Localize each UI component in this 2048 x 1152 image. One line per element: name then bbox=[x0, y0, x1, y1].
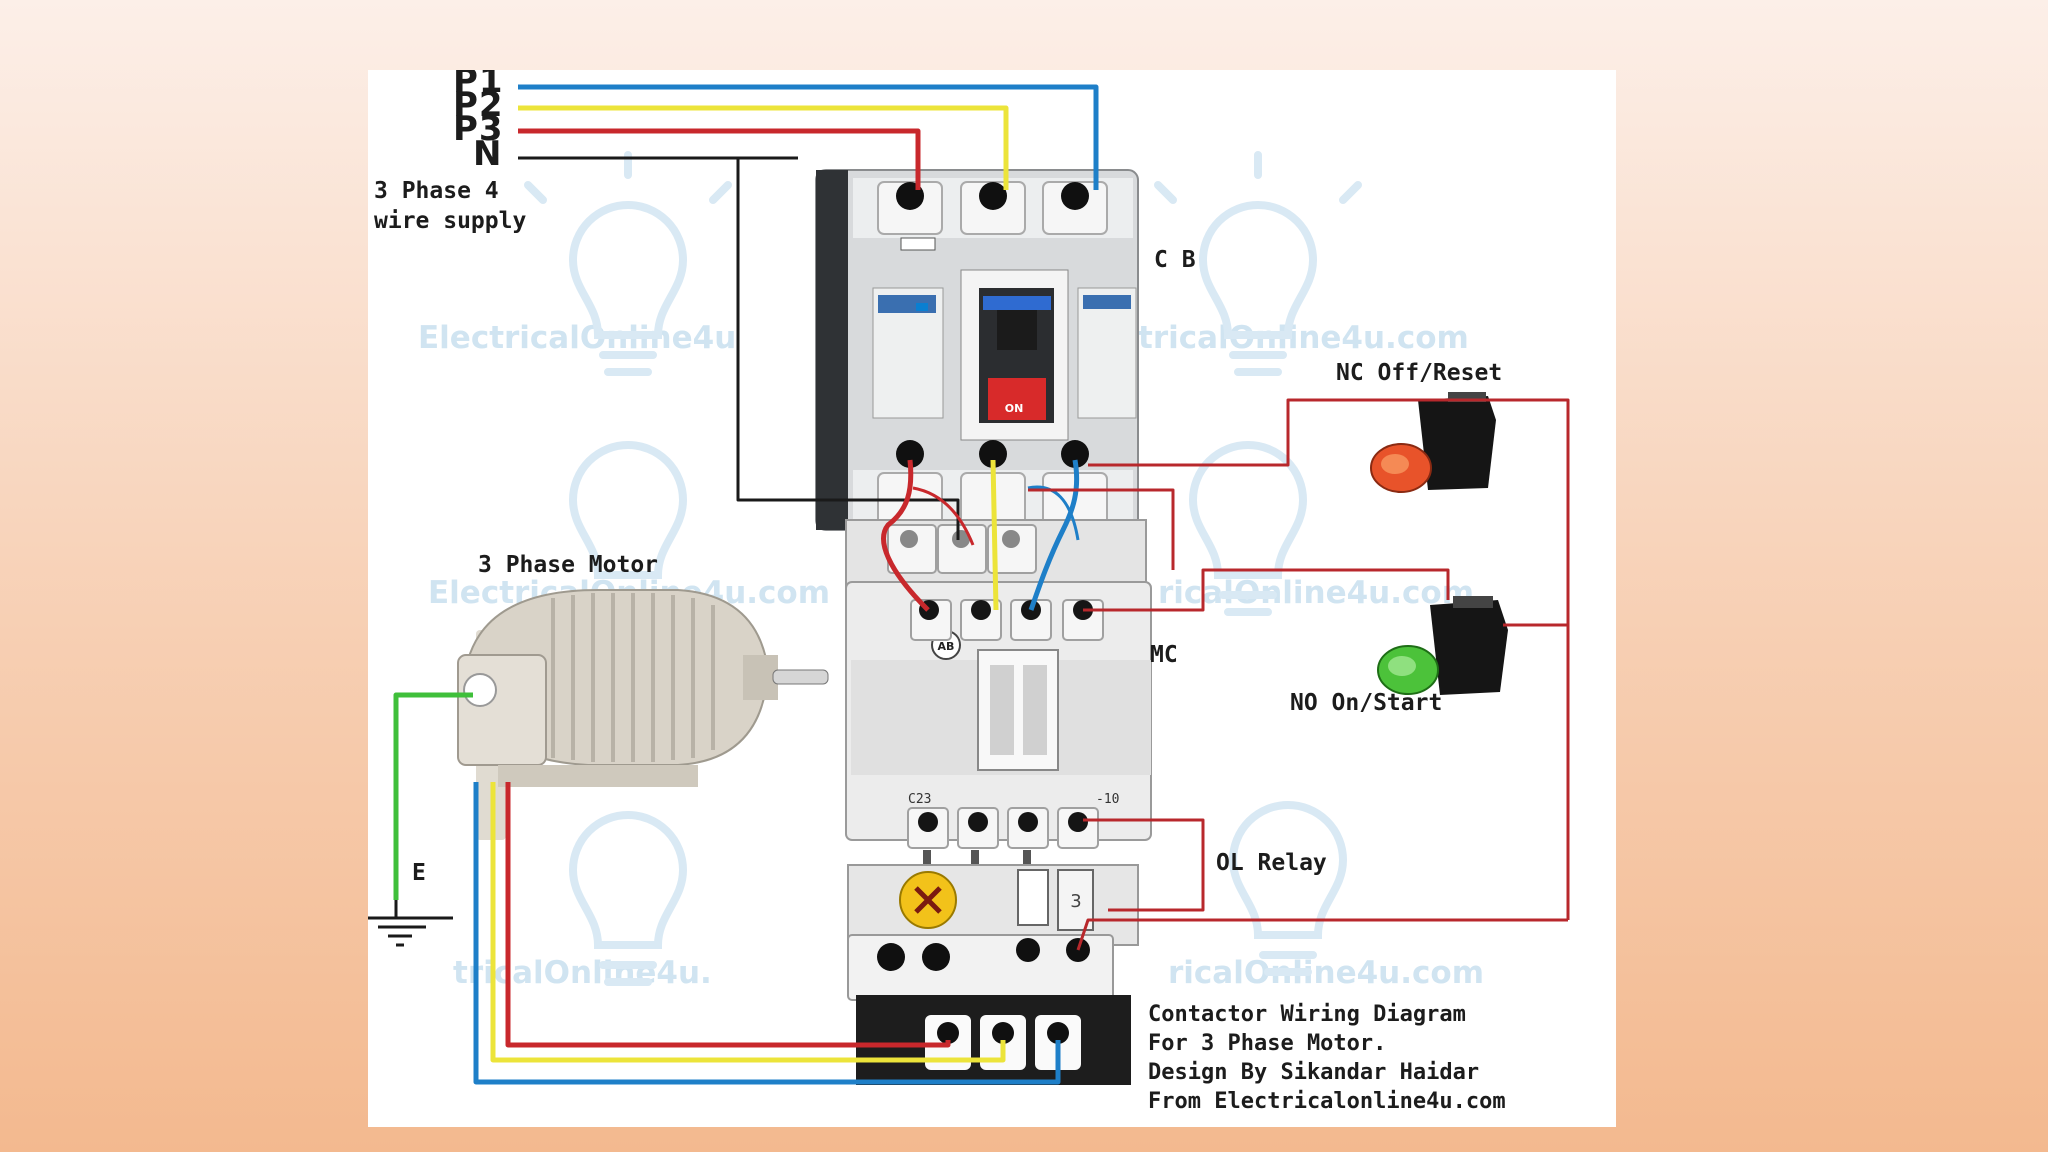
watermark-text: tricalOnline4u.com bbox=[1138, 320, 1469, 356]
caption-line3: Design By Sikandar Haidar bbox=[1148, 1060, 1480, 1085]
wire-motor-red bbox=[505, 782, 951, 1048]
wire-earth bbox=[393, 692, 473, 900]
start-button-label: NO On/Start bbox=[1290, 690, 1443, 716]
wire-p2 bbox=[518, 105, 1009, 190]
wire-p1 bbox=[518, 84, 1099, 190]
watermark-text: tricalOnline4u. bbox=[453, 955, 712, 991]
supply-label-n: N bbox=[473, 134, 503, 174]
wire-motor-yellow bbox=[490, 782, 1006, 1063]
earth-label: E bbox=[412, 860, 426, 886]
wire-cb-contactor-l3 bbox=[1028, 459, 1080, 611]
wire-neutral-down bbox=[736, 158, 960, 540]
cb-switch-label: ON bbox=[1005, 402, 1024, 415]
circuit-breaker bbox=[815, 169, 1139, 531]
watermark-bulb-icons bbox=[524, 151, 1362, 986]
wires bbox=[393, 84, 1570, 1085]
caption-line4: From Electricalonline4u.com bbox=[1148, 1089, 1506, 1114]
wire-relay-return bbox=[1076, 918, 1568, 951]
start-button-icon bbox=[1377, 596, 1508, 695]
caption-line1: Contactor Wiring Diagram bbox=[1148, 1002, 1466, 1027]
wire-control-stop bbox=[1088, 398, 1570, 920]
supply-label-p3: P3 bbox=[453, 109, 504, 149]
wire-coil-to-relay bbox=[1083, 818, 1205, 912]
relay-dial-value: 3 bbox=[1070, 891, 1081, 912]
contactor-model-right: -10 bbox=[1096, 792, 1119, 807]
wiring-diagram: ElectricalOnline4u tricalOnline4u.com El… bbox=[368, 70, 1616, 1127]
supply-description-line2: wire supply bbox=[374, 208, 527, 234]
watermark-text: ricalOnline4u.com bbox=[1168, 955, 1484, 991]
overload-relay-label: OL Relay bbox=[1216, 850, 1327, 876]
stop-button-label: NC Off/Reset bbox=[1336, 360, 1503, 386]
wiring-svg: ON AB C23 -10 bbox=[368, 84, 1570, 1085]
contactor-brand-logo: AB bbox=[938, 640, 955, 653]
supply-description-line1: 3 Phase 4 bbox=[374, 178, 499, 204]
earth-ground-icon bbox=[368, 900, 453, 947]
wire-motor-blue bbox=[473, 782, 1061, 1085]
wire-control-supply bbox=[912, 486, 975, 546]
wire-holding bbox=[1028, 488, 1175, 570]
supply-label-p2: P2 bbox=[453, 85, 504, 125]
watermark-text: ricalOnline4u.com bbox=[1158, 575, 1474, 611]
contactor-label: MC bbox=[1150, 642, 1178, 668]
wire-p3 bbox=[518, 128, 921, 190]
wire-cb-contactor-l1 bbox=[881, 459, 930, 612]
stop-button-icon bbox=[1370, 392, 1496, 493]
motor-label: 3 Phase Motor bbox=[478, 552, 659, 578]
contactor bbox=[845, 519, 1152, 870]
caption-line2: For 3 Phase Motor. bbox=[1148, 1031, 1387, 1056]
wire-start-to-coil bbox=[1083, 568, 1450, 612]
contactor-model-left: C23 bbox=[908, 792, 931, 807]
motor-icon bbox=[457, 589, 829, 840]
watermark-text: ElectricalOnline4u bbox=[418, 320, 737, 356]
wire-cb-contactor-l2 bbox=[990, 459, 999, 611]
overload-relay bbox=[847, 864, 1139, 1085]
supply-label-p1: P1 bbox=[453, 70, 504, 101]
wire-control-supply-blue bbox=[1027, 485, 1080, 541]
circuit-breaker-label: C B bbox=[1154, 247, 1196, 273]
